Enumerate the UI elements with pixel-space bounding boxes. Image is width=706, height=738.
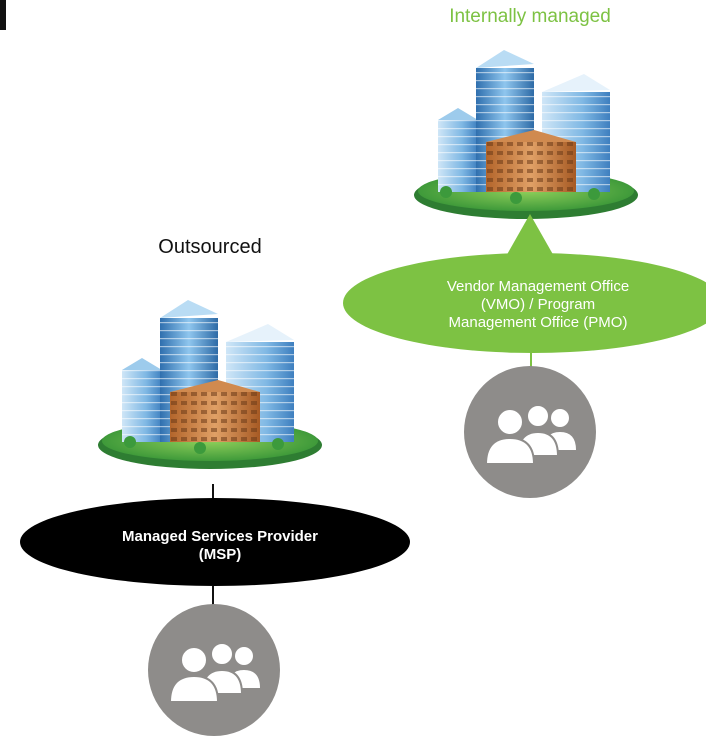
internal-people-group-icon xyxy=(463,365,597,499)
msp-label-line-2: (MSP) xyxy=(198,546,242,563)
vmo-label-line-3: Management Office (PMO) xyxy=(448,314,628,331)
corner-mark xyxy=(0,0,6,30)
msp-label: Managed Services Provider (MSP) xyxy=(30,528,410,564)
vmo-label-line-2: (VMO) / Program xyxy=(480,296,596,313)
msp-ellipse xyxy=(20,498,410,586)
outsourced-title: Outsourced xyxy=(158,236,262,258)
outsourced-building-icon xyxy=(98,300,322,469)
vmo-label: Vendor Management Office (VMO) / Program… xyxy=(358,278,706,332)
vmo-label-line-1: Vendor Management Office xyxy=(446,278,630,295)
internally-managed-title: Internally managed xyxy=(449,6,611,27)
internal-building-icon xyxy=(414,50,638,219)
msp-label-line-1: Managed Services Provider xyxy=(122,528,318,545)
outsourced-people-group-icon xyxy=(147,603,281,737)
vmo-ellipse xyxy=(343,253,706,353)
vmo-pointer xyxy=(505,214,555,258)
